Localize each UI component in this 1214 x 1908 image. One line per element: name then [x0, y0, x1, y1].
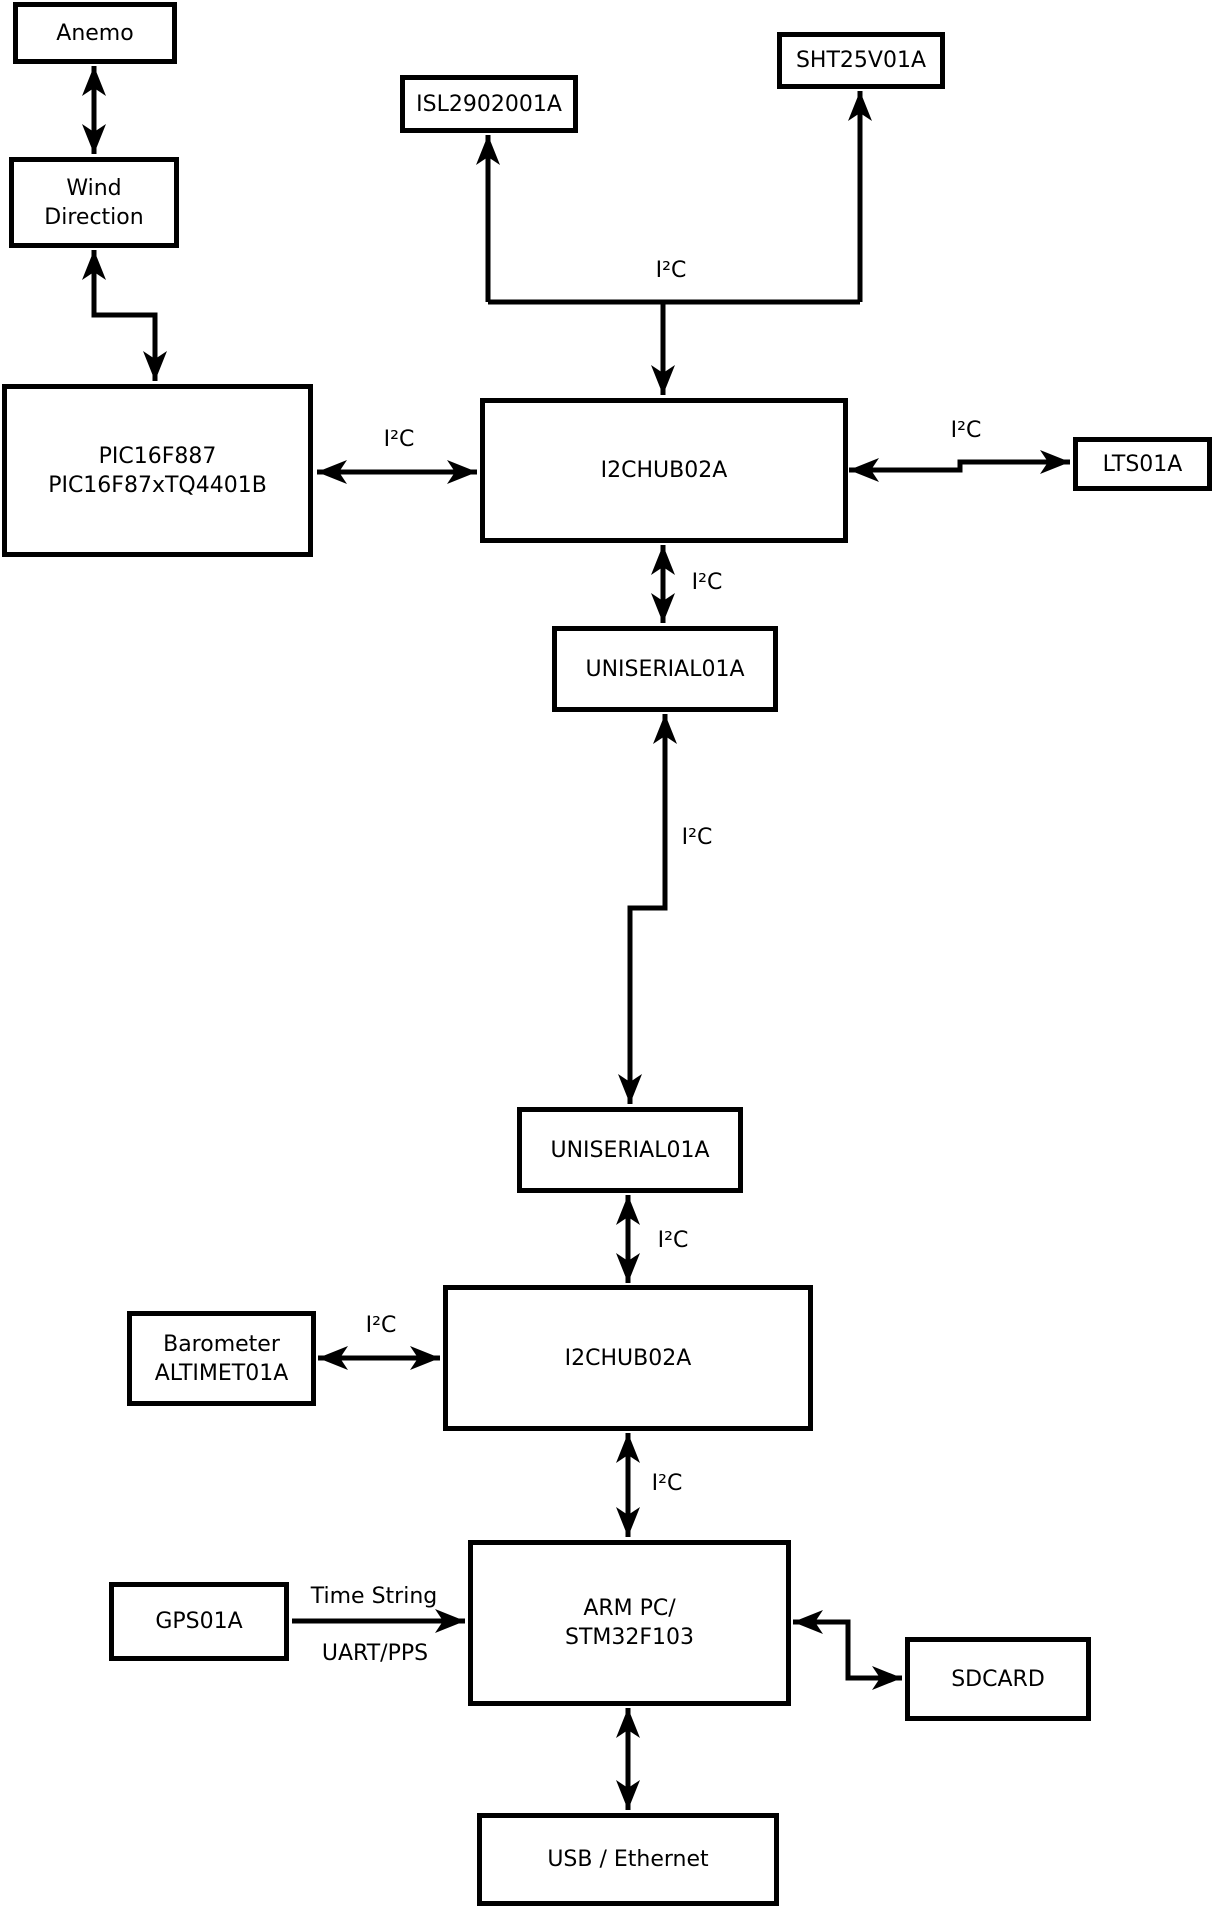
- node-i2chub02a-upper: I2CHUB02A: [480, 398, 848, 543]
- edge-label-time-string: Time String: [310, 1584, 438, 1609]
- edge-label-uart-pps: UART/PPS: [321, 1641, 429, 1666]
- node-label-line1: ARM PC/: [583, 1596, 676, 1621]
- node-label: Anemo: [56, 20, 134, 46]
- node-barometer-altimet01a: Barometer ALTIMET01A: [127, 1311, 316, 1406]
- edge-label-i2c-barometer-hub2: I²C: [365, 1313, 397, 1338]
- node-label: I2CHUB02A: [564, 1345, 692, 1371]
- node-arm-pc-stm32f103: ARM PC/ STM32F103: [468, 1540, 791, 1706]
- node-wind-direction: Wind Direction: [9, 157, 179, 248]
- node-label: I2CHUB02A: [600, 458, 728, 483]
- node-label: LTS01A: [1102, 451, 1183, 477]
- node-label-line2: Direction: [44, 204, 144, 230]
- node-lts01a: LTS01A: [1073, 437, 1212, 491]
- node-label-line2: STM32F103: [564, 1625, 695, 1650]
- node-gps01a: GPS01A: [109, 1582, 289, 1661]
- node-anemometer: Anemo: [13, 2, 177, 64]
- edge-label-i2c-hub1-lts: I²C: [950, 418, 982, 443]
- node-label-line2: ALTIMET01A: [154, 1360, 289, 1386]
- node-i2chub02a-lower: I2CHUB02A: [443, 1285, 813, 1431]
- edge-label-i2c-uniserial-link: I²C: [681, 825, 713, 850]
- edge-hub1-lts: [849, 450, 1070, 482]
- node-label: SDCARD: [951, 1666, 1045, 1692]
- node-label: GPS01A: [155, 1609, 243, 1634]
- node-label: UNISERIAL01A: [550, 1137, 710, 1163]
- edge-uniserial1-uniserial2: [618, 714, 677, 1104]
- node-sht25v01a: SHT25V01A: [777, 32, 945, 89]
- edge-label-i2c-hub1-uniserial1: I²C: [691, 570, 723, 595]
- node-label: UNISERIAL01A: [585, 656, 745, 682]
- node-label: USB / Ethernet: [547, 1847, 709, 1872]
- node-uniserial01a-upper: UNISERIAL01A: [552, 626, 778, 712]
- node-isl2902001a: ISL2902001A: [400, 75, 578, 133]
- edge-label-i2c-pic-hub1: I²C: [383, 427, 415, 452]
- edge-arm-sdcard: [793, 1610, 902, 1690]
- node-pic16f887: PIC16F887 PIC16F87xTQ4401B: [2, 384, 313, 557]
- node-label-line1: Barometer: [163, 1331, 280, 1357]
- node-label-line2: PIC16F87xTQ4401B: [48, 472, 267, 498]
- node-label: SHT25V01A: [795, 48, 927, 73]
- node-label: ISL2902001A: [416, 91, 562, 117]
- edge-label-i2c-hub2-arm: I²C: [651, 1471, 683, 1496]
- edge-label-i2c-sensor-bus: I²C: [655, 258, 687, 283]
- node-usb-ethernet: USB / Ethernet: [477, 1813, 779, 1906]
- node-sdcard: SDCARD: [905, 1637, 1091, 1721]
- edge-label-i2c-uniserial2-hub2: I²C: [657, 1228, 689, 1253]
- node-label-line1: Wind: [66, 175, 122, 201]
- edge-wind-pic: [82, 250, 167, 381]
- node-uniserial01a-lower: UNISERIAL01A: [517, 1107, 743, 1193]
- node-label-line1: PIC16F887: [98, 443, 217, 469]
